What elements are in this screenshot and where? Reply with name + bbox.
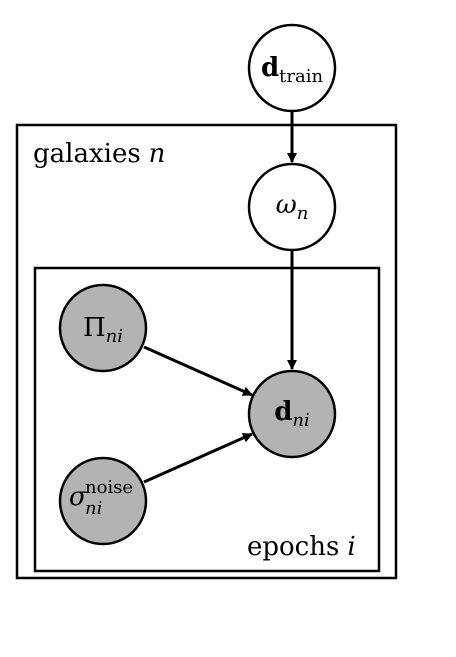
plate-galaxies-var: n	[149, 139, 166, 169]
node-sigma-ni-sup: noise	[85, 477, 133, 498]
node-d-train-label: dtrain	[261, 53, 324, 87]
node-d-ni: dni	[247, 369, 337, 459]
node-omega-n-label: ωn	[276, 190, 309, 224]
node-sigma-ni-main: σ	[69, 482, 88, 512]
node-pi-ni: Πni	[58, 283, 148, 373]
plate-galaxies-label: galaxies n	[33, 139, 165, 169]
plate-galaxies-word: galaxies	[33, 139, 141, 169]
node-sigma-ni-sub: ni	[85, 498, 102, 519]
edge-sigma-dni	[143, 432, 253, 484]
plate-epochs	[33, 266, 381, 573]
node-pi-ni-circle	[58, 283, 148, 373]
node-omega-n: ωn	[247, 162, 337, 252]
plate-epochs-var: i	[347, 532, 355, 562]
node-d-train: dtrain	[247, 23, 337, 113]
node-d-ni-circle	[247, 369, 337, 459]
node-d-train-circle	[247, 23, 337, 113]
plate-epochs-word: epochs	[247, 532, 339, 562]
node-sigma-ni: σ noise ni	[58, 456, 148, 546]
plate-galaxies	[15, 123, 398, 580]
node-pi-ni-label: Πni	[83, 313, 123, 347]
node-omega-n-circle	[247, 162, 337, 252]
node-d-ni-label: dni	[274, 397, 310, 431]
edge-pi-dni	[143, 345, 253, 397]
node-sigma-ni-circle	[58, 456, 148, 546]
